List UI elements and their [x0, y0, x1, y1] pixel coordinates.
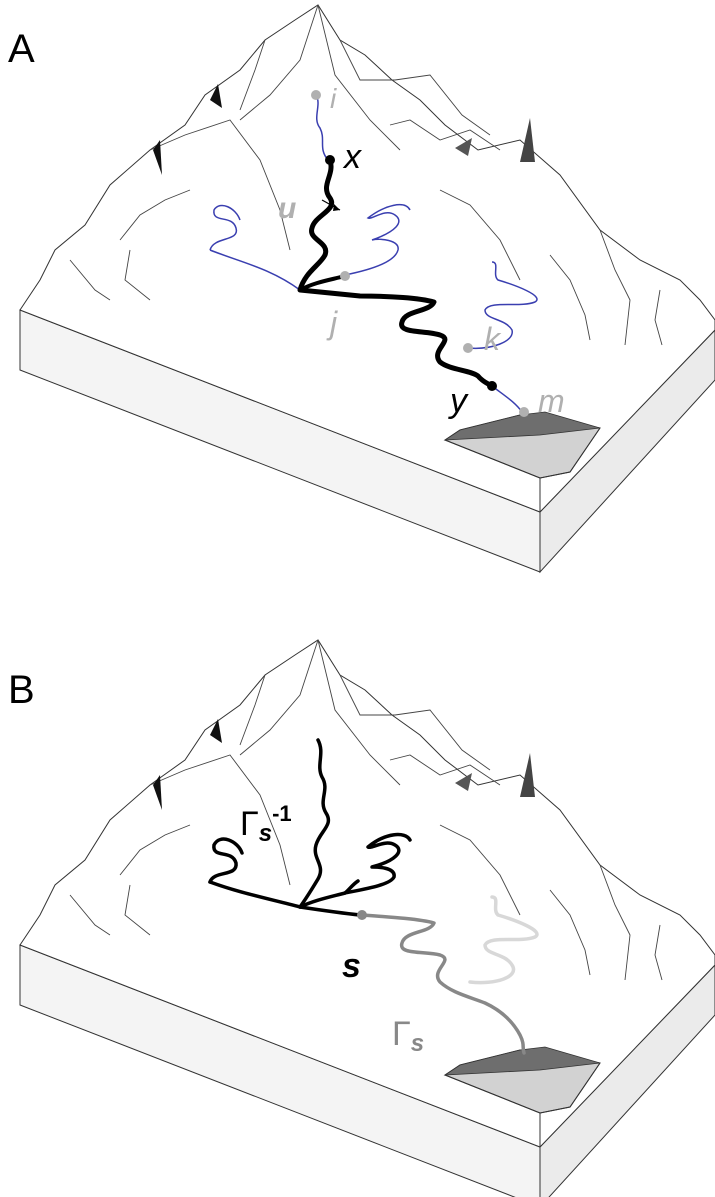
label-u: u: [278, 192, 296, 225]
node-s: [357, 910, 367, 920]
label-i: i: [330, 83, 337, 114]
label-k: k: [484, 321, 502, 357]
node-i: [311, 90, 321, 100]
label-gamma-inverse-sup: -1: [272, 801, 292, 826]
panel-b-letter: B: [8, 668, 35, 712]
panel-b-faint-branch: [468, 895, 539, 985]
label-x: x: [342, 138, 362, 176]
node-k: [463, 343, 473, 353]
label-gamma-inverse-sub: s: [259, 820, 272, 847]
label-m: m: [538, 383, 565, 419]
node-y: [487, 381, 497, 391]
label-y: y: [448, 382, 469, 420]
label-gamma: Γs: [392, 1015, 424, 1057]
label-s: s: [342, 947, 361, 985]
panel-a: A i x u j k y m: [8, 4, 715, 573]
panel-a-path-x-to-y: [297, 157, 495, 389]
node-m: [519, 407, 529, 417]
label-gamma-inverse: Γs-1: [240, 801, 292, 847]
node-x: [325, 155, 335, 165]
panel-b-landscape: [19, 639, 715, 1197]
panel-a-landscape: [19, 4, 715, 573]
label-gamma-sub: s: [411, 1030, 424, 1057]
panel-b: B Γs-1 s Γs: [8, 639, 715, 1197]
label-gamma-inverse-symbol: Γ: [240, 805, 259, 843]
panel-b-downstream-path: [360, 913, 526, 1055]
node-j: [340, 271, 350, 281]
panel-b-upstream-tree: [208, 738, 412, 917]
panel-a-letter: A: [8, 27, 35, 71]
label-gamma-symbol: Γ: [392, 1015, 411, 1053]
